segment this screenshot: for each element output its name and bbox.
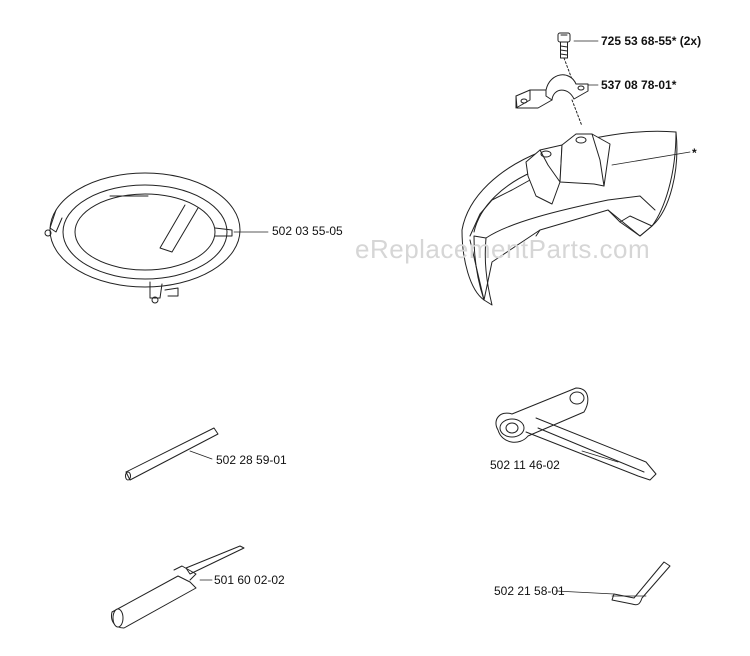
part-label-file: 501 60 02-02 bbox=[214, 573, 285, 587]
screw-drawing bbox=[557, 32, 574, 83]
guard-drawing bbox=[461, 130, 691, 306]
part-label-bracket: 502 03 55-05 bbox=[272, 224, 343, 238]
wrench-drawing bbox=[495, 387, 657, 481]
part-label-rod: 502 28 59-01 bbox=[216, 453, 287, 467]
part-label-hex-key: 502 21 58-01 bbox=[494, 584, 565, 598]
part-label-wrench: 502 11 46-02 bbox=[490, 458, 560, 472]
clamp-drawing bbox=[515, 74, 589, 127]
file-drawing bbox=[111, 545, 245, 629]
leader-lines bbox=[573, 40, 599, 86]
part-label-clamp: 537 08 78-01* bbox=[601, 78, 677, 92]
bracket-ring-drawing bbox=[44, 172, 269, 304]
hex-key-drawing bbox=[555, 561, 671, 606]
rod-drawing bbox=[125, 427, 219, 481]
watermark: eReplacementParts.com bbox=[355, 234, 651, 264]
part-label-screw: 725 53 68-55* (2x) bbox=[601, 34, 702, 48]
part-label-guard: * bbox=[692, 146, 697, 160]
